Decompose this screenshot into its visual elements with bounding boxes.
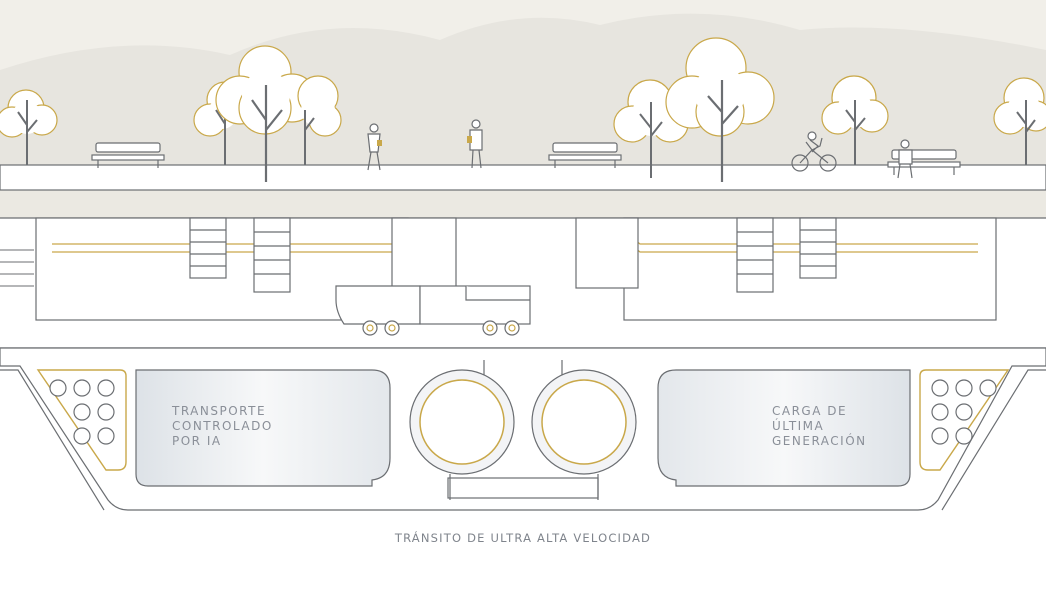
label-cargo-line-1: CARGA DE [772,404,848,418]
hyperloop-tubes [400,360,644,500]
label-ai-transport: TRANSPORTE CONTROLADO POR IA [172,404,273,449]
autonomous-vehicle [335,285,531,336]
tree-3 [215,45,317,182]
stack-4 [799,217,837,279]
street-slab [0,164,1046,191]
duct-panel-left [36,369,127,471]
tree-4 [297,75,342,165]
stack-3 [736,217,774,293]
stack-1 [189,217,227,279]
ground-band [0,190,1046,218]
bench-2 [548,142,622,168]
pedestrian-2 [467,119,483,169]
label-cargo-line-2: ÚLTIMA [772,419,825,433]
tree-5 [613,79,689,178]
label-cargo-line-3: GENERACIÓN [772,434,867,448]
tree-1 [0,89,58,165]
tree-8 [993,77,1046,165]
tree-6 [665,37,775,182]
label-ai-transport-line-1: TRANSPORTE [172,404,267,418]
bench-1 [91,142,165,168]
tree-7 [821,75,889,165]
duct-panel-right [919,369,1010,471]
stairs-left [0,249,34,287]
caption-ultra-high-speed: TRÁNSITO DE ULTRA ALTA VELOCIDAD [394,531,652,545]
label-ai-transport-line-2: CONTROLADO [172,419,273,433]
cyclist [791,131,837,172]
stack-2 [253,217,291,293]
label-cargo: CARGA DE ÚLTIMA GENERACIÓN [772,404,867,449]
pedestrian-1 [367,123,382,171]
corridor-left [135,369,391,487]
seated-person [897,139,913,179]
corridor-right [657,369,911,487]
label-ai-transport-line-3: POR IA [172,434,222,448]
